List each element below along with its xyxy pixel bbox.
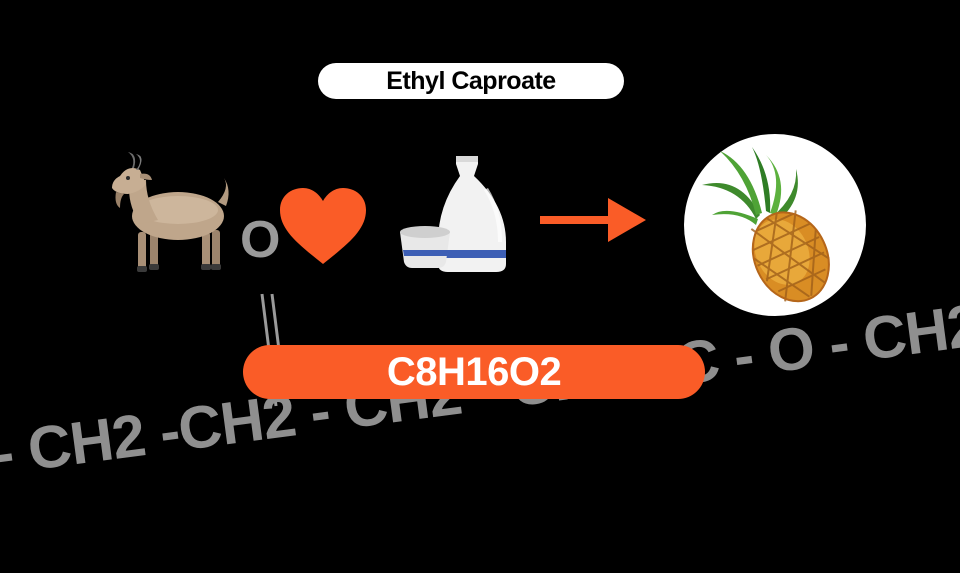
goat-icon [112,152,229,272]
formula-text: C8H16O2 [386,349,562,394]
carbonyl-oxygen-label: O [240,211,281,269]
title-text: Ethyl Caproate [386,66,556,95]
title-pill: Ethyl Caproate [318,63,624,99]
sake-icon [400,156,506,272]
pineapple-icon [702,147,830,303]
heart-icon [280,188,366,264]
right-arrow-icon [540,198,646,242]
formula-pill: C8H16O2 [243,345,705,399]
